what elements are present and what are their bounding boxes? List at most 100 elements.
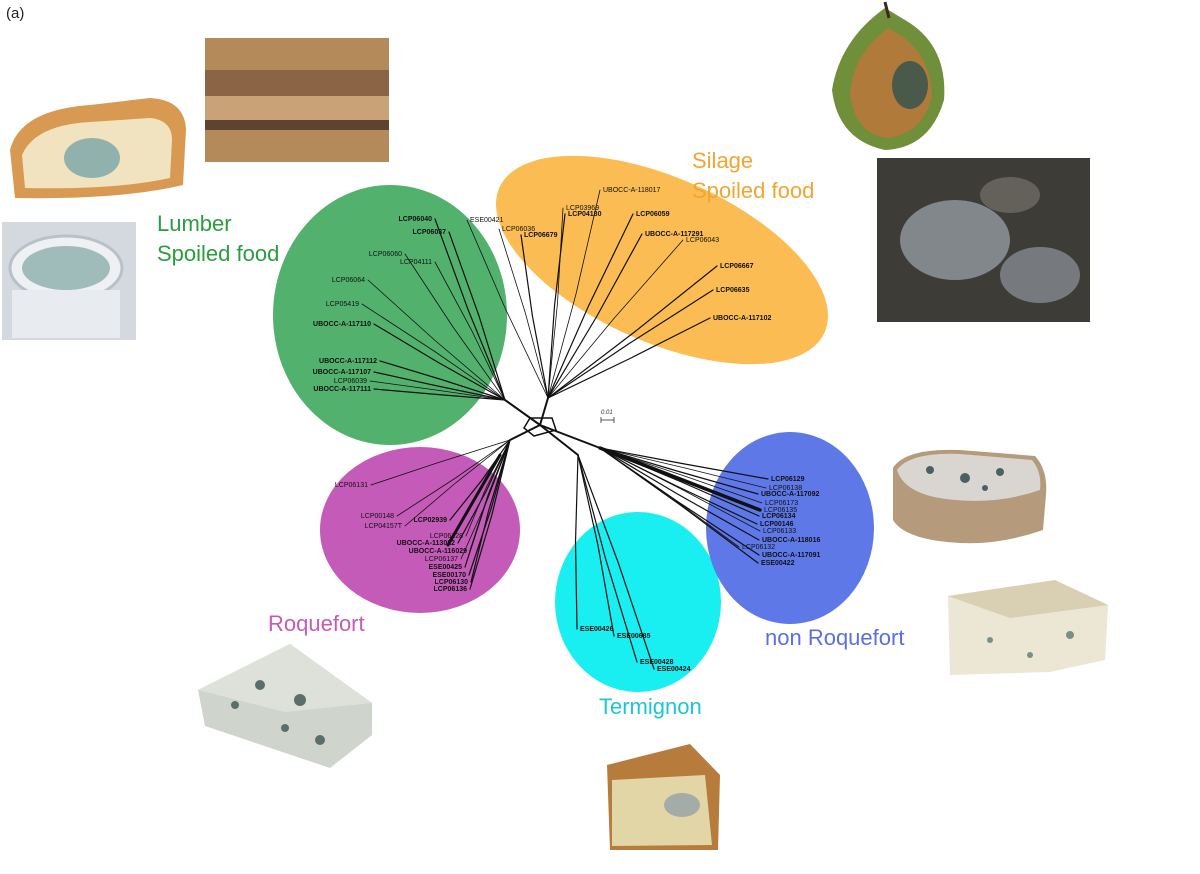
leaf-label: UBOCC-A-117110 [313, 321, 371, 328]
leaf-label: UBOCC-A-117091 [762, 552, 820, 559]
termignon-leaf-branch [577, 454, 655, 670]
silage-leaf-branch [547, 207, 564, 399]
termignon-leaf-branch [574, 454, 579, 630]
roquefort-leaf-branch [457, 439, 511, 544]
leaf-label: LCP06059 [636, 211, 670, 218]
leaf-label: LCP05419 [326, 301, 359, 308]
termignon-label: Termignon [599, 694, 702, 719]
leaf-label: ESE00425 [429, 564, 463, 571]
leaf-label: LCP02939 [414, 517, 448, 524]
scale-bar: 0.01 [600, 410, 615, 423]
leaf-label: LCP06064 [332, 277, 365, 284]
roquefort-long-branch [446, 453, 502, 547]
leaf-label: LCP06679 [524, 232, 558, 239]
silage-leaf-branch [466, 219, 549, 399]
lumber-trunk-branch [504, 399, 541, 426]
leaf-label: ESE00424 [657, 666, 691, 673]
silage-label-line2: Spoiled food [692, 178, 814, 203]
lumber-leaf-branch [434, 261, 506, 401]
nonroquefort-leaf-branch [599, 447, 767, 489]
silage-clade-ellipse [496, 155, 828, 365]
blue-cheese-round-photo [893, 449, 1047, 544]
leaf-label: LCP04180 [568, 211, 602, 218]
lumber-leaf-branch [367, 279, 506, 401]
leaf-label: LCP06173 [765, 500, 798, 507]
blue-cheese-wedge-photo [948, 580, 1108, 675]
leaf-label: ESE00685 [617, 633, 651, 640]
lumber-leaf-branch [379, 360, 506, 401]
silage-trunk-branch [539, 397, 549, 426]
silage-leaf-branch [547, 317, 711, 399]
leaf-label: ESE00428 [640, 659, 674, 666]
leaf-label: UBOCC-A-117111 [313, 386, 371, 393]
central-reticulation [523, 417, 557, 437]
leaf-label: UBOCC-A-117291 [645, 231, 703, 238]
roquefort-leaf-branch [404, 439, 511, 527]
termignon-clade-ellipse [555, 512, 721, 692]
photo-layer [2, 1, 1108, 850]
leaf-label: UBOCC-A-117107 [313, 369, 371, 376]
nonroquefort-trunk-branch [539, 424, 601, 449]
rotten-apple-photo [832, 1, 945, 150]
leaf-label: LCP06130 [435, 579, 469, 586]
leaf-label: LCP06137 [425, 556, 458, 563]
roquefort-leaf-branch [468, 439, 511, 576]
lumber-leaf-branch [361, 303, 506, 401]
leaf-label: LCP03969 [566, 205, 599, 212]
leaf-label: LCP04111 [400, 259, 432, 266]
nonroquefort-leaf-branch [599, 447, 760, 541]
nonroquefort-leaf-branch [599, 447, 759, 495]
leaf-label: LCP06060 [369, 251, 402, 258]
lumber-leaf-branch [369, 380, 506, 401]
leaf-label: LCP06132 [742, 544, 775, 551]
silage-leaf-branch [547, 189, 601, 399]
moldy-yogurt-photo [2, 222, 136, 340]
scale-bar-label: 0.01 [601, 410, 613, 416]
moldy-lumber-photo [205, 38, 389, 162]
roquefort-leaf-branch [464, 439, 511, 568]
silage-leaf-branch [520, 234, 549, 399]
termignon-leaf-branch [577, 454, 638, 663]
nonroquefort-leaf-branch [599, 447, 769, 480]
roquefort-leaf-branch [470, 439, 511, 583]
leaf-label: LCP06043 [686, 237, 719, 244]
leaf-label: LCP06128 [430, 533, 463, 540]
lumber-label-line2: Spoiled food [157, 241, 279, 266]
leaf-label: LCP06136 [434, 586, 468, 593]
leaf-label: UBOCC-A-113022 [397, 540, 455, 547]
leaf-label: LCP06133 [763, 528, 796, 535]
lumber-leaf-branch [448, 231, 506, 401]
silage-leaf-branch [547, 213, 566, 399]
termignon-cheese-photo [607, 744, 720, 850]
leaf-label: ESE00422 [761, 560, 795, 567]
leaf-label: ESE00426 [580, 626, 614, 633]
moldy-silage-photo [877, 158, 1090, 322]
leaf-label: LCP06635 [716, 287, 750, 294]
leaf-label: UBOCC-A-117102 [713, 315, 771, 322]
lumber-clade-ellipse [273, 185, 507, 445]
leaf-label: UBOCC-A-117092 [761, 491, 819, 498]
termignon-trunk-branch [539, 424, 579, 456]
silage-leaf-branch [547, 289, 714, 399]
leaf-label: ESE00170 [433, 572, 467, 579]
leaf-label: UBOCC-A-118017 [603, 187, 661, 194]
lumber-leaf-branch [404, 253, 506, 401]
lumber-leaf-branch [373, 371, 506, 401]
leaf-label: LCP06134 [762, 513, 796, 520]
nonroquefort-long-branch [598, 446, 762, 512]
silage-leaf-branch [547, 233, 643, 399]
roquefort-cheese-photo [198, 644, 372, 768]
leaf-label: ESE00421 [470, 217, 504, 224]
leaf-label: UBOCC-A-116029 [409, 548, 467, 555]
leaf-label: UBOCC-A-118016 [762, 537, 820, 544]
termignon-leaf-branch [577, 454, 615, 637]
lumber-label-line1: Lumber [157, 211, 232, 236]
lumber-leaf-branch [373, 323, 506, 401]
roquefort-leaf-branch [396, 439, 511, 517]
silage-leaf-branch [498, 228, 549, 399]
nonroquefort-clade-ellipse [706, 432, 874, 624]
leaf-label: LCP06040 [399, 216, 433, 223]
lumber-leaf-branch [434, 218, 506, 401]
silage-leaf-branch [547, 213, 634, 399]
